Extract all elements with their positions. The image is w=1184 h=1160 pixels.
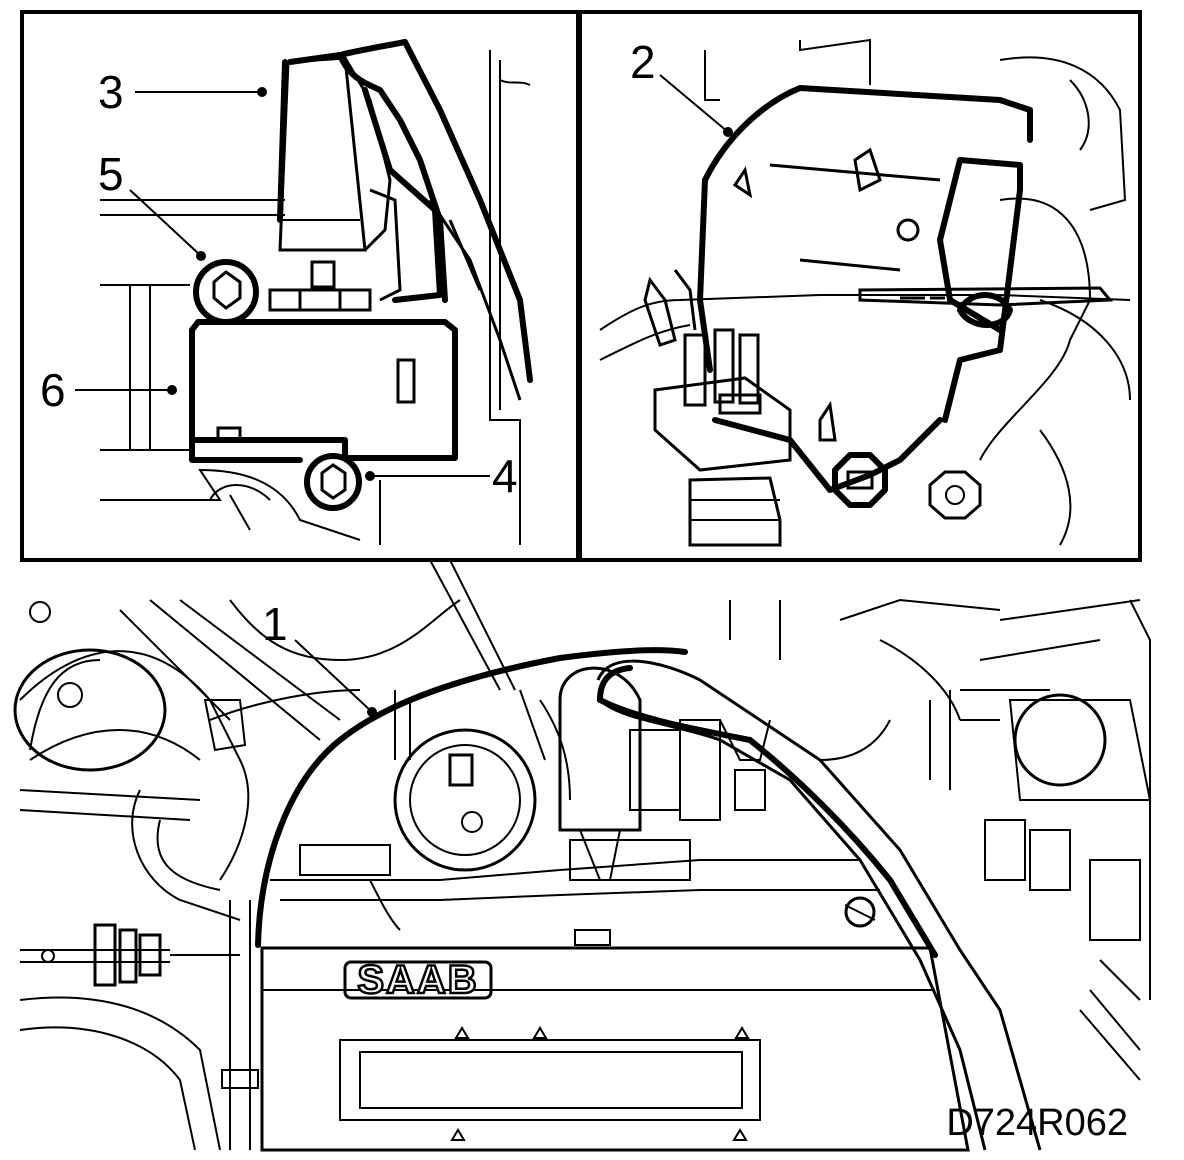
callout-5: 5: [98, 148, 124, 200]
bracket-outline: [702, 85, 1033, 183]
callout-1: 1: [262, 598, 288, 650]
saab-logo-text: SAAB: [357, 958, 478, 1002]
control-module: [189, 319, 458, 461]
inset-pointer: [429, 559, 516, 691]
leader-1: [294, 639, 373, 713]
callout-6: 6: [40, 364, 66, 416]
bolt-4: [304, 453, 362, 511]
leader-5: [129, 189, 201, 256]
callout-4: 4: [492, 450, 518, 502]
leader-2: [659, 74, 729, 133]
figure-code: D724R062: [946, 1102, 1128, 1144]
inset-right: 2: [578, 10, 1142, 562]
inset-left: 3 5 6 4: [20, 10, 580, 562]
wiring-harness-highlight: [255, 647, 938, 958]
main-engine-view: SAAB: [13, 598, 1152, 1152]
saab-logo-plate: [343, 960, 493, 1000]
bolt-5: [193, 259, 259, 325]
valve-cover: SAAB: [260, 946, 970, 1152]
nut-center: [832, 452, 888, 508]
callout-3: 3: [98, 66, 124, 118]
callout-2: 2: [630, 36, 656, 88]
